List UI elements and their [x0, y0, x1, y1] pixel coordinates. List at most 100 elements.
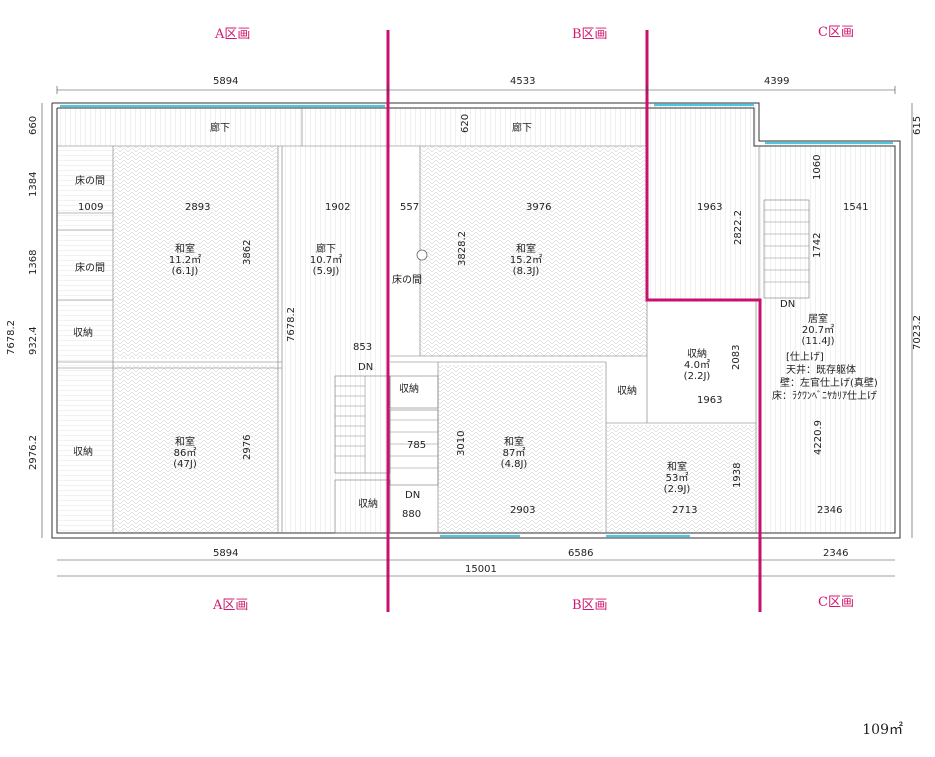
room-jo: (6.1J)	[172, 266, 199, 277]
dim-620: 620	[460, 114, 471, 133]
room-area: 4.0㎡	[684, 359, 710, 371]
room-area: 86㎡	[174, 447, 197, 459]
dim-1963-lower: 1963	[697, 395, 722, 406]
room-washitsu4: 和室 87㎡ (4.8J)	[501, 435, 528, 470]
room-washitsu1: 和室 11.2㎡ (6.1J)	[169, 242, 201, 277]
dim-880: 880	[402, 509, 421, 520]
washitsu3-tatami	[113, 365, 278, 533]
finish-ceiling: 天井：既存躯体	[786, 363, 856, 376]
dim-3010: 3010	[456, 431, 467, 456]
room-area: 15.2㎡	[510, 254, 542, 266]
room-area: 20.7㎡	[802, 324, 834, 336]
room-jo: (2.2J)	[684, 371, 711, 382]
room-name: 和室	[667, 460, 687, 473]
label-storage-2: 収納	[73, 445, 93, 458]
finish-title: [仕上げ]	[786, 350, 824, 363]
finish-floor: 床：ﾗｸﾜﾝﾍﾞﾆﾔｶﾘｱ仕上げ	[772, 389, 877, 402]
dim-1938: 1938	[732, 463, 743, 488]
dim-bottom-total: 15001	[465, 564, 497, 575]
dim-1742: 1742	[812, 233, 823, 258]
label-tokonoma-2: 床の間	[75, 261, 105, 274]
label-storage-4: 収納	[617, 384, 637, 397]
zone-label-b-top: B区画	[572, 27, 608, 42]
zone-label-b-bottom: B区画	[572, 598, 608, 613]
dim-2822: 2822.2	[733, 210, 744, 245]
label-storage-1: 収納	[73, 326, 93, 339]
label-tokonoma-1: 床の間	[75, 174, 105, 187]
glazing	[60, 103, 893, 538]
dim-top-c: 4399	[764, 76, 789, 87]
dim-4220: 4220.9	[813, 420, 824, 455]
room-jo: (2.9J)	[664, 484, 691, 495]
room-storage-c: 収納 4.0㎡ (2.2J)	[684, 347, 711, 382]
label-rouka-a: 廊下	[210, 121, 230, 134]
dim-853: 853	[353, 342, 372, 353]
dim-bottom-b: 6586	[568, 548, 593, 559]
room-area: 53㎡	[666, 472, 689, 484]
room-area: 11.2㎡	[169, 254, 201, 266]
zone-label-c-top: C区画	[818, 25, 854, 40]
dim-top-b: 4533	[510, 76, 535, 87]
room-jo: (47J)	[173, 459, 197, 470]
dim-557: 557	[400, 202, 419, 213]
finish-wall: 壁：左官仕上げ(真壁)	[780, 376, 878, 389]
room-jo: (5.9J)	[313, 266, 340, 277]
dim-1541: 1541	[843, 202, 868, 213]
dim-left-1368: 1368	[28, 250, 39, 275]
room-washitsu2: 和室 15.2㎡ (8.3J)	[510, 242, 542, 277]
dim-1902: 1902	[325, 202, 350, 213]
dim-3862: 3862	[242, 240, 253, 265]
label-dn-2: DN	[405, 490, 420, 501]
dim-2346-inner: 2346	[817, 505, 842, 516]
dim-left-7678: 7678.2	[6, 320, 17, 355]
room-name: 和室	[516, 242, 536, 255]
dim-right-7023: 7023.2	[912, 315, 923, 350]
room-jo: (8.3J)	[513, 266, 540, 277]
dim-3976: 3976	[526, 202, 551, 213]
dim-785: 785	[407, 440, 426, 451]
dim-bottom-c: 2346	[823, 548, 848, 559]
zone-label-c-bottom: C区画	[818, 595, 854, 610]
room-name: 廊下	[316, 242, 336, 255]
room-living: 居室 20.7㎡ (11.4J)	[801, 312, 834, 347]
label-storage-5: 収納	[358, 497, 378, 510]
room-name: 和室	[504, 435, 524, 448]
dim-bottom-a: 5894	[213, 548, 238, 559]
dim-1963-upper: 1963	[697, 202, 722, 213]
dim-1009: 1009	[78, 202, 103, 213]
dim-7678-inner: 7678.2	[286, 307, 297, 342]
washitsu5-tatami	[606, 425, 756, 533]
corridor-mid-floor	[282, 146, 390, 533]
dim-2713: 2713	[672, 505, 697, 516]
dim-3828: 3828.2	[457, 231, 468, 266]
washitsu4-tatami	[438, 365, 603, 533]
room-corridor: 廊下 10.7㎡ (5.9J)	[310, 242, 342, 277]
corridor-top-floor	[57, 108, 647, 146]
dim-right-615: 615	[912, 116, 923, 135]
dim-left-1384: 1384	[28, 172, 39, 197]
dim-1060: 1060	[812, 155, 823, 180]
dim-2976-inner: 2976	[242, 435, 253, 460]
total-area: 109㎡	[862, 722, 903, 738]
pillar-mark	[416, 249, 428, 261]
label-dn-3: DN	[780, 299, 795, 310]
stairs	[335, 209, 809, 473]
left-column-floor	[57, 146, 113, 533]
dim-2083: 2083	[731, 345, 742, 370]
room-name: 和室	[175, 242, 195, 255]
dim-2893: 2893	[185, 202, 210, 213]
room-washitsu5: 和室 53㎡ (2.9J)	[664, 460, 691, 495]
dim-2903: 2903	[510, 505, 535, 516]
dim-top-a: 5894	[213, 76, 238, 87]
label-rouka-b: 廊下	[512, 121, 532, 134]
room-area: 87㎡	[503, 447, 526, 459]
label-dn-1: DN	[358, 362, 373, 373]
zone-dividers	[386, 30, 762, 612]
storage-c-floor	[647, 305, 759, 423]
label-tokonoma-3: 床の間	[392, 273, 422, 286]
dim-left-2976: 2976.2	[28, 435, 39, 470]
zone-label-a-bottom: A区画	[212, 598, 248, 613]
washitsu2-tatami	[420, 146, 647, 356]
zone-label-a-top: A区画	[214, 27, 250, 42]
dimension-lines	[41, 86, 913, 577]
